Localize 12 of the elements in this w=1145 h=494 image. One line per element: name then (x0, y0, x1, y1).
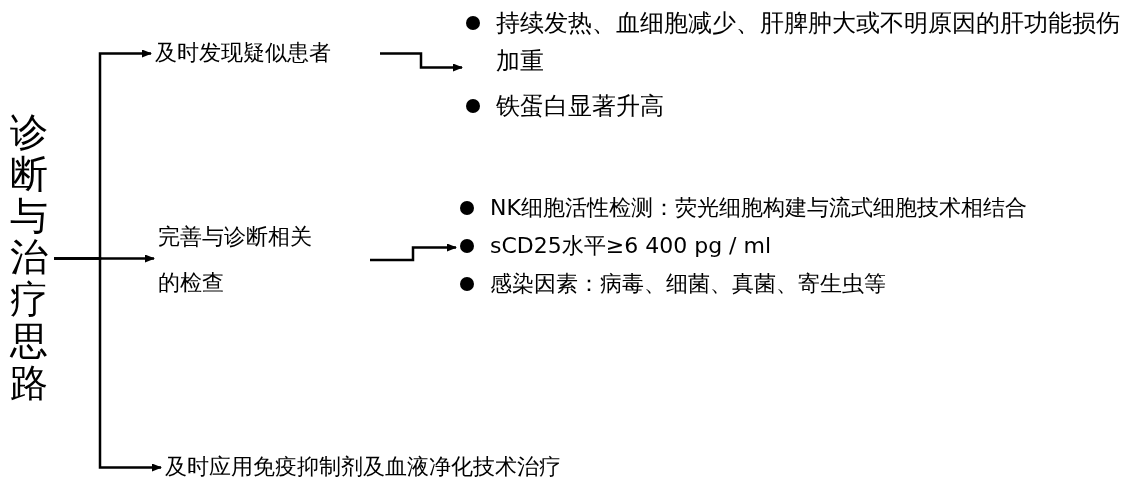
arrow (54, 257, 162, 472)
vertical-heading: 诊断与治疗思路 (10, 112, 48, 405)
branch-text: 完善与诊断相关的检查 (158, 223, 313, 298)
bullet-text: NK细胞活性检测：荧光细胞构建与流式细胞技术相结合 (490, 194, 1027, 222)
arrow (380, 52, 463, 72)
bullet-text: 铁蛋白显著升高 (496, 90, 664, 122)
branch-text: 及时应用免疫抑制剂及血液净化技术治疗 (165, 453, 562, 481)
branch-text: 及时发现疑似患者 (155, 39, 332, 67)
bullet-text: 感染因素：病毒、细菌、真菌、寄生虫等 (490, 270, 886, 299)
arrow (370, 243, 457, 262)
bullet-text: sCD25水平≥6 400 pg / ml (490, 232, 772, 261)
bullet-text: 持续发热、血细胞减少、肝脾肿大或不明原因的肝功能损伤加重 (496, 8, 1121, 78)
